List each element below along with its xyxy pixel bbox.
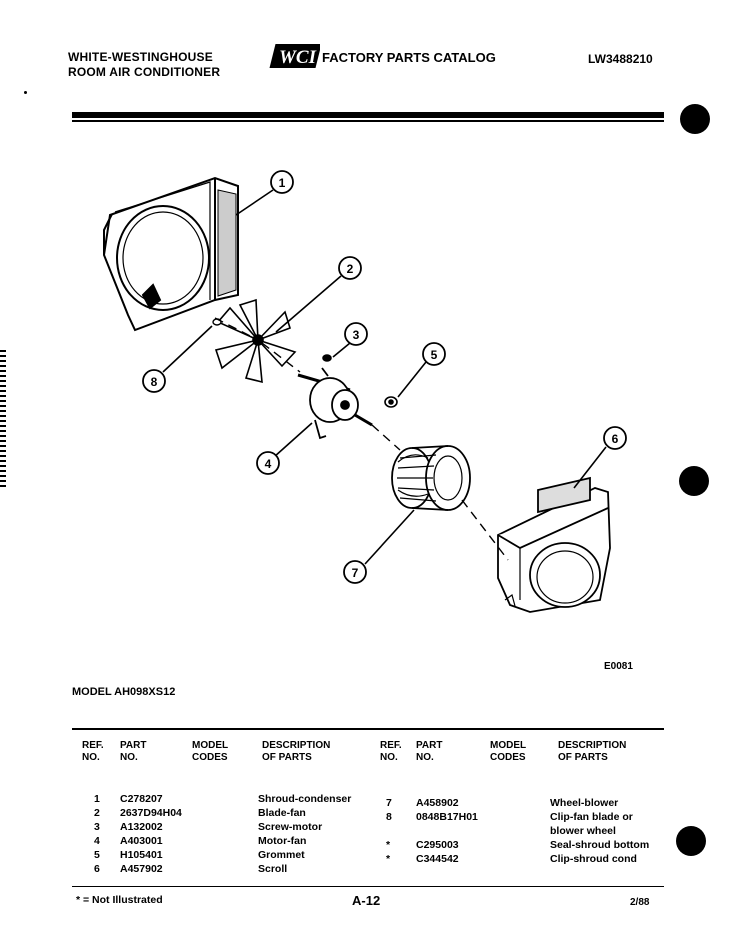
table-top-rule: [72, 728, 664, 730]
binder-hole-top: [680, 104, 710, 134]
callout-6: [603, 426, 627, 450]
scan-edge-mark: [0, 350, 6, 490]
callout-4: [256, 451, 280, 475]
speck-mark: [24, 91, 27, 94]
logo-text: WCI: [279, 47, 317, 68]
callout-8: [142, 369, 166, 393]
not-illustrated-legend: * = Not Illustrated: [76, 894, 163, 906]
header-rule-thin: [72, 120, 664, 122]
callout-5: [422, 342, 446, 366]
part-grommet: [384, 396, 398, 408]
binder-hole-middle: [679, 466, 709, 496]
part-motor-fan: [297, 367, 373, 440]
callout-leaders: [162, 189, 607, 565]
callout-2: [338, 256, 362, 280]
page-number: A-12: [352, 893, 381, 908]
callout-label-4: 4: [265, 457, 272, 471]
part-wheel-blower: [391, 445, 471, 511]
brand-block: WHITE-WESTINGHOUSE ROOM AIR CONDITIONER: [68, 50, 220, 80]
callout-1: [270, 170, 294, 194]
callout-label-6: 6: [612, 432, 619, 446]
product-type: ROOM AIR CONDITIONER: [68, 65, 221, 79]
brand-name: WHITE-WESTINGHOUSE: [68, 50, 213, 64]
callout-circles: 1 2 3 4 5 6 7 8: [142, 170, 627, 584]
drawing-code: E0081: [604, 661, 633, 672]
callout-label-1: 1: [279, 176, 286, 190]
assembly-center-line: [214, 317, 509, 561]
binder-hole-bottom: [676, 826, 706, 856]
callout-label-7: 7: [352, 566, 359, 580]
wci-logo: WCI: [269, 44, 320, 68]
col-header-ref-right: REF.NO.: [380, 740, 402, 763]
print-date: 2/88: [630, 897, 650, 908]
part-blade-fan: [214, 298, 297, 384]
exploded-parts-diagram: [102, 176, 611, 613]
callout-label-3: 3: [353, 328, 360, 342]
part-scroll: [497, 476, 611, 613]
table-bottom-rule: [72, 886, 664, 887]
header-rule: [72, 112, 664, 118]
callout-label-2: 2: [347, 262, 354, 276]
callout-7: [343, 560, 367, 584]
part-shroud-condenser: [102, 176, 239, 332]
catalog-title: FACTORY PARTS CATALOG: [322, 50, 496, 65]
callout-3: [344, 322, 368, 346]
col-header-ref-left: REF.NO.: [82, 740, 104, 763]
catalog-number: LW3488210: [588, 52, 653, 66]
callout-label-8: 8: [151, 375, 158, 389]
callout-label-5: 5: [431, 348, 438, 362]
model-number: MODEL AH098XS12: [72, 686, 176, 698]
part-screw-motor: [322, 354, 332, 362]
